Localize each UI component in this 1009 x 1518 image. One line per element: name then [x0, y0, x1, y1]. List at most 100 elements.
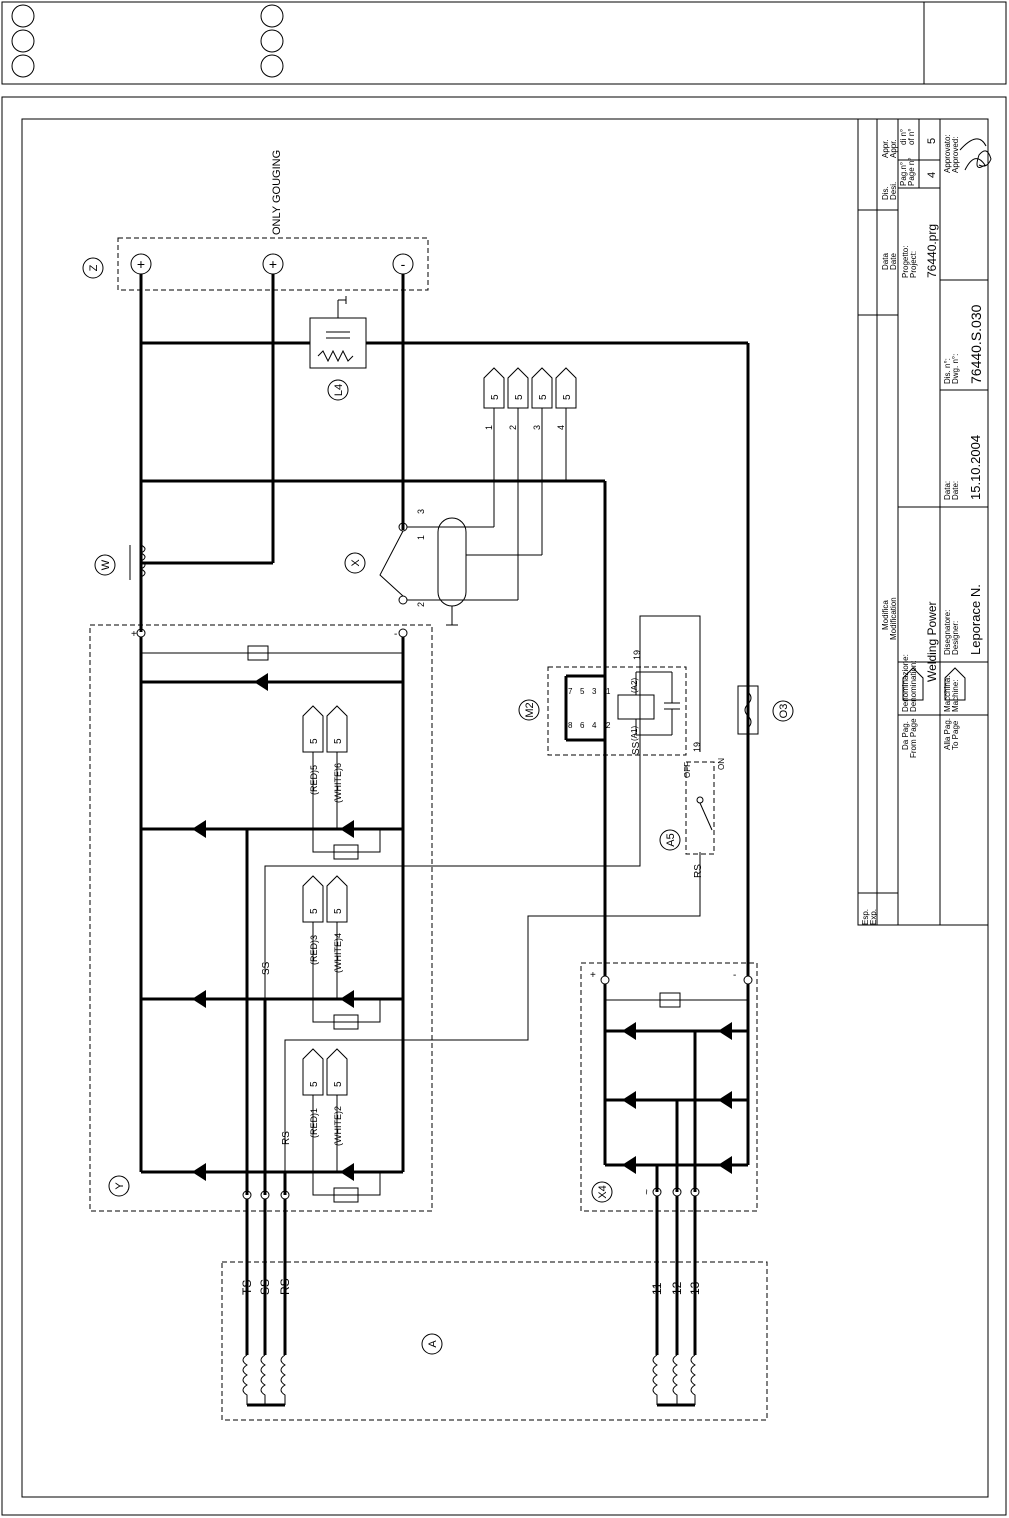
- label-ss-m2: SS: [631, 741, 642, 755]
- label-red1: (RED)1: [309, 1108, 319, 1138]
- tb-allapag-en: To Page: [951, 720, 960, 750]
- ref-5-a: 5: [490, 394, 501, 400]
- n19-m2: 19: [632, 650, 642, 660]
- title-block-frame: [857, 118, 989, 926]
- tb-di-it: di n°: [899, 129, 908, 145]
- label-white4: (WHITE)4: [333, 933, 343, 973]
- power-rails: [139, 274, 750, 976]
- tb-disegnatore-en: Designer:: [951, 621, 960, 655]
- ref-5-y3: 5: [309, 908, 320, 914]
- tb-disn-it: Dis. n°:: [943, 358, 952, 384]
- y-plus: +: [131, 629, 137, 640]
- wire-2: 2: [508, 425, 518, 430]
- tb-dapag-it: Da Pag.: [901, 721, 910, 750]
- tb-disn-en: Dwg. n°:: [951, 354, 960, 384]
- n19-a5: 19: [692, 742, 702, 752]
- page5-connectors-top: [483, 367, 577, 600]
- m2-2: 2: [606, 721, 611, 730]
- tb-appr-it: Appr.: [881, 139, 890, 158]
- wire-1: 1: [484, 425, 494, 430]
- l4-filter: [309, 296, 367, 401]
- m2-1: 1: [606, 687, 611, 696]
- x-sensor: [344, 517, 542, 626]
- tb-pag-en: Page n°: [907, 157, 916, 186]
- only-gouging-label: ONLY GOUGING: [271, 150, 283, 235]
- x4-tilde: ~: [642, 1189, 653, 1195]
- a5-on: ON: [717, 758, 726, 770]
- x-term-1: 1: [416, 535, 426, 540]
- ref-5-y5: 5: [309, 1081, 320, 1087]
- label-white2: (WHITE)2: [333, 1106, 343, 1146]
- a-transformer: [221, 1196, 768, 1421]
- z-plus-left: +: [137, 256, 145, 272]
- label-ss: SS: [258, 1279, 272, 1295]
- tb-esp-it: Esp.: [861, 909, 870, 925]
- z-label: Z: [88, 264, 100, 271]
- tb-dapag-en: From Page: [909, 718, 918, 758]
- w-label: W: [100, 559, 112, 570]
- z-minus: -: [401, 256, 406, 272]
- ref-5-y6: 5: [333, 1081, 344, 1087]
- m2-5: 5: [580, 687, 585, 696]
- tb-of: 5: [926, 138, 938, 144]
- tb-progetto-it: Progetto:: [901, 246, 910, 278]
- tb-pag-it: Pag.n°: [899, 162, 908, 186]
- y-label: Y: [114, 1182, 126, 1190]
- a-label: A: [427, 1340, 439, 1348]
- revision-circles-left: [11, 4, 35, 78]
- tb-macchina-en: Machine:: [951, 680, 960, 712]
- tb-data-it: Data: [881, 253, 890, 270]
- label-ss-y: SS: [261, 961, 272, 975]
- tb-project: 76440.prg: [925, 224, 939, 278]
- x4-plus: +: [590, 970, 596, 981]
- ref-5-d: 5: [562, 394, 573, 400]
- a5-off: OFF: [683, 762, 692, 778]
- m2-7: 7: [568, 687, 573, 696]
- ref-5-y2: 5: [333, 738, 344, 744]
- label-11: 11: [650, 1282, 664, 1295]
- label-red3: (RED)3: [309, 935, 319, 965]
- tb-denominazione-it: Denominazione:: [901, 654, 910, 712]
- revision-circles-right: [260, 4, 284, 78]
- m2-3: 3: [592, 687, 597, 696]
- x-term-2: 2: [416, 602, 426, 607]
- tb-data-en: Date: [889, 253, 898, 270]
- label-red5: (RED)5: [309, 765, 319, 795]
- tilde-2: ~: [260, 1189, 271, 1195]
- tb-di-en: of n°: [907, 128, 916, 145]
- tb-appr-en: Appr.: [889, 139, 898, 158]
- tb-allapag-it: Alla Pag.: [943, 718, 952, 750]
- tb-date: 15.10.2004: [968, 435, 983, 500]
- tb-esp-en: Exp.: [869, 909, 878, 925]
- m2-contactor: [518, 666, 687, 756]
- header-strip: [1, 1, 1007, 85]
- tb-disegnatore-it: Disegnatore:: [943, 610, 952, 655]
- tilde-3: ~: [280, 1189, 291, 1195]
- label-13: 13: [688, 1281, 702, 1295]
- tb-dwg: 76440.S.030: [968, 304, 984, 384]
- signature-mark: [959, 138, 992, 171]
- m2-4: 4: [592, 721, 597, 730]
- x-term-3: 3: [416, 509, 426, 514]
- x4-label: X4: [597, 1185, 609, 1198]
- l4-label: L4: [333, 384, 345, 396]
- m2-a1: (A1): [630, 726, 639, 741]
- tilde-1: ~: [242, 1189, 253, 1195]
- tb-approvato-en: Approved:: [951, 137, 960, 173]
- ref-5-y4: 5: [333, 908, 344, 914]
- tb-approvato-it: Approvato:: [943, 134, 952, 173]
- label-rs: RS: [278, 1278, 292, 1295]
- tb-denomination: Welding Power: [925, 602, 939, 682]
- m2-label: M2: [524, 702, 536, 717]
- tb-denominazione-en: Denomination:: [909, 660, 918, 712]
- m2-a2: (A2): [630, 678, 639, 693]
- z-plus-right: +: [269, 256, 277, 272]
- x4-minus: -: [733, 970, 736, 981]
- label-ts: TS: [240, 1280, 254, 1295]
- tb-designer: Leporace N.: [968, 584, 983, 655]
- tb-progetto-en: Project:: [909, 251, 918, 278]
- ref-5-y1: 5: [309, 738, 320, 744]
- m2-6: 6: [580, 721, 585, 730]
- tb-dis-it: Dis.: [881, 186, 890, 200]
